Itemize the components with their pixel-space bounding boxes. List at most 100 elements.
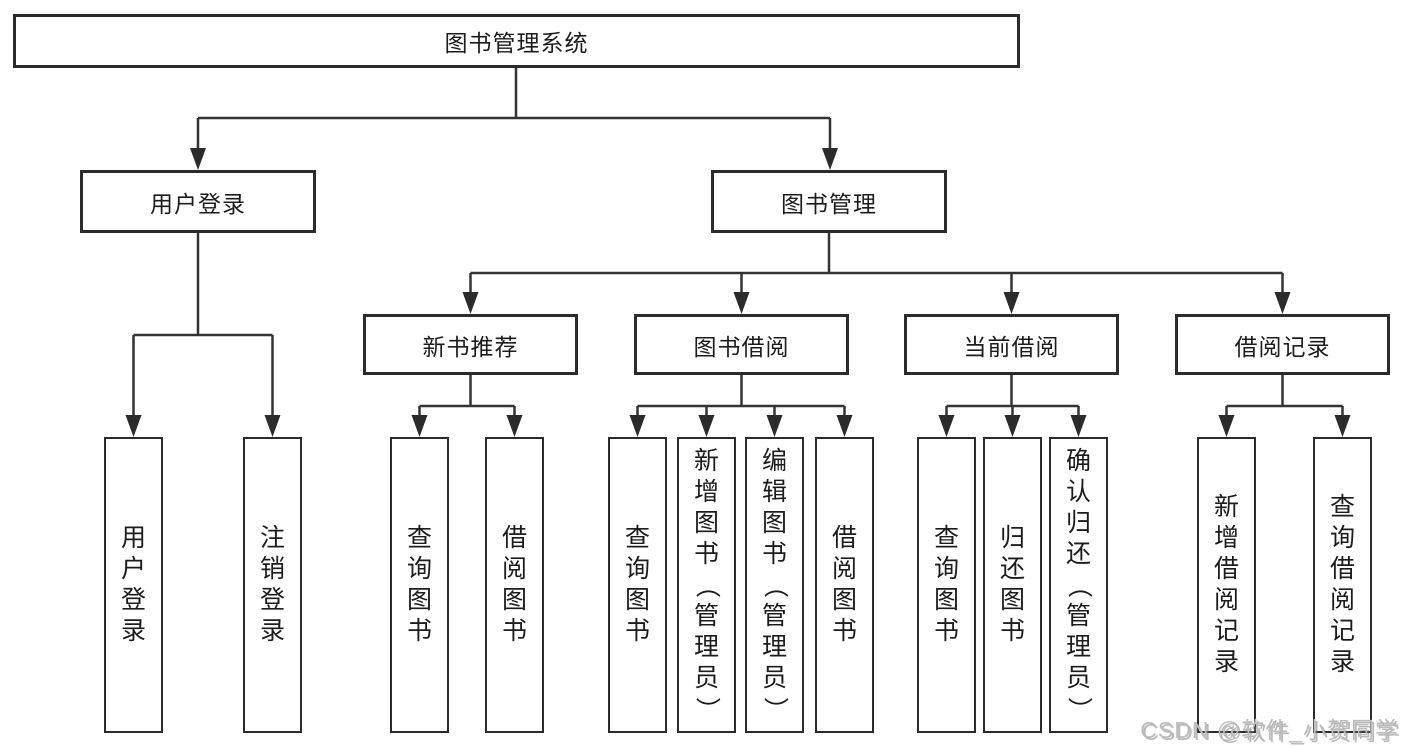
vertical-char: 记 bbox=[1213, 617, 1239, 645]
vertical-char: 增 bbox=[1213, 524, 1239, 552]
vertical-char: 录 bbox=[1329, 648, 1355, 676]
vertical-char: 书 bbox=[933, 617, 959, 645]
vertical-char: ） bbox=[761, 696, 789, 722]
leaf-logout-login: 注销登录 bbox=[243, 437, 302, 733]
vertical-char: 询 bbox=[624, 555, 650, 583]
node-borrow-records: 借阅记录 bbox=[1175, 314, 1390, 375]
vertical-char: 借 bbox=[501, 524, 527, 552]
vertical-char: 图 bbox=[831, 586, 857, 614]
node-label: 新书推荐 bbox=[422, 333, 519, 360]
vertical-char: 管 bbox=[1065, 601, 1091, 630]
vertical-char: 认 bbox=[1065, 477, 1091, 506]
node-label: 借阅记录 bbox=[1234, 333, 1331, 360]
vertical-char: 员 bbox=[693, 663, 719, 692]
vertical-char: 图 bbox=[693, 508, 719, 537]
node-book-management: 图书管理 bbox=[711, 170, 947, 233]
vertical-char: 询 bbox=[406, 555, 432, 583]
vertical-char: ） bbox=[693, 696, 721, 722]
connector-paths bbox=[132, 68, 1344, 419]
vertical-char: 销 bbox=[259, 555, 285, 583]
vertical-char: 书 bbox=[761, 539, 787, 568]
leaf-user-login: 用户登录 bbox=[104, 437, 163, 733]
vertical-char: 归 bbox=[1065, 508, 1091, 537]
vertical-char: 归 bbox=[999, 524, 1025, 552]
vertical-char: 询 bbox=[1329, 524, 1355, 552]
vertical-char: 管 bbox=[693, 601, 719, 630]
leaf-borrow-books-recommend: 借阅图书 bbox=[485, 437, 544, 733]
vertical-char: 还 bbox=[1065, 539, 1091, 568]
vertical-char: 查 bbox=[406, 524, 432, 552]
leaf-add-borrow-record: 新增借阅记录 bbox=[1197, 437, 1256, 733]
node-label: 图书管理 bbox=[781, 190, 877, 217]
vertical-char: 查 bbox=[933, 524, 959, 552]
vertical-char: 询 bbox=[933, 555, 959, 583]
node-label: 当前借阅 bbox=[963, 333, 1060, 360]
vertical-char: 记 bbox=[1329, 617, 1355, 645]
vertical-char: 图 bbox=[501, 586, 527, 614]
vertical-char: 录 bbox=[259, 617, 285, 645]
vertical-char: ） bbox=[1065, 696, 1093, 722]
vertical-char: 理 bbox=[693, 632, 719, 661]
vertical-char: 书 bbox=[693, 539, 719, 568]
vertical-char: 户 bbox=[120, 555, 146, 583]
vertical-char: 书 bbox=[624, 617, 650, 645]
vertical-char: 阅 bbox=[831, 555, 857, 583]
vertical-char: 注 bbox=[259, 524, 285, 552]
vertical-char: 增 bbox=[693, 477, 719, 506]
vertical-char: 还 bbox=[999, 555, 1025, 583]
vertical-char: 新 bbox=[693, 446, 719, 475]
vertical-char: 查 bbox=[1329, 493, 1355, 521]
vertical-char: 理 bbox=[1065, 632, 1091, 661]
vertical-char: 书 bbox=[501, 617, 527, 645]
vertical-char: 确 bbox=[1065, 446, 1091, 475]
vertical-char: 借 bbox=[1213, 555, 1239, 583]
vertical-char: 登 bbox=[120, 586, 146, 614]
vertical-char: 录 bbox=[120, 617, 146, 645]
arrowheads bbox=[125, 148, 1351, 437]
vertical-char: 阅 bbox=[1329, 586, 1355, 614]
node-new-book-recommend: 新书推荐 bbox=[363, 314, 578, 375]
vertical-char: 理 bbox=[761, 632, 787, 661]
vertical-char: 图 bbox=[624, 586, 650, 614]
vertical-char: 阅 bbox=[501, 555, 527, 583]
vertical-char: 员 bbox=[761, 663, 787, 692]
leaf-query-books-current: 查询图书 bbox=[917, 437, 976, 733]
vertical-char: 图 bbox=[999, 586, 1025, 614]
vertical-char: （ bbox=[693, 572, 721, 598]
leaf-return-books: 归还图书 bbox=[983, 437, 1042, 733]
vertical-char: 新 bbox=[1213, 493, 1239, 521]
node-book-borrowing: 图书借阅 bbox=[634, 314, 849, 375]
csdn-watermark: CSDN @软件_小贺同学 bbox=[1140, 717, 1399, 743]
vertical-char: 图 bbox=[933, 586, 959, 614]
node-label: 图书管理系统 bbox=[444, 30, 589, 56]
leaf-edit-books-admin: 编辑图书（管理员） bbox=[745, 437, 804, 733]
vertical-char: 书 bbox=[999, 617, 1025, 645]
vertical-char: 查 bbox=[624, 524, 650, 552]
leaf-query-books-recommend: 查询图书 bbox=[390, 437, 449, 733]
leaf-add-books-admin: 新增图书 （ 管理员 ） bbox=[677, 437, 736, 733]
leaf-confirm-return-admin: 确认归还 （ 管理员 ） bbox=[1049, 437, 1108, 733]
vertical-char: 借 bbox=[1329, 555, 1355, 583]
vertical-char: 图 bbox=[761, 508, 787, 537]
vertical-char: 录 bbox=[1213, 648, 1239, 676]
vertical-char: 辑 bbox=[761, 477, 787, 506]
vertical-char: 登 bbox=[259, 586, 285, 614]
vertical-char: 用 bbox=[120, 524, 146, 552]
node-root-library-system: 图书管理系统 bbox=[13, 14, 1020, 68]
node-label: 用户登录 bbox=[150, 190, 246, 217]
vertical-char: 图 bbox=[406, 586, 432, 614]
leaf-query-books-borrowing: 查询图书 bbox=[608, 437, 667, 733]
node-user-login: 用户登录 bbox=[80, 170, 316, 233]
leaf-borrow-books: 借阅图书 bbox=[815, 437, 874, 733]
vertical-char: 书 bbox=[406, 617, 432, 645]
vertical-char: 借 bbox=[831, 524, 857, 552]
vertical-char: （ bbox=[1065, 572, 1093, 598]
leaf-query-borrow-record: 查询借阅记录 bbox=[1313, 437, 1372, 733]
vertical-char: 编 bbox=[761, 446, 787, 475]
vertical-char: 员 bbox=[1065, 663, 1091, 692]
node-label: 图书借阅 bbox=[693, 333, 790, 360]
vertical-char: 阅 bbox=[1213, 586, 1239, 614]
vertical-char: 书 bbox=[831, 617, 857, 645]
